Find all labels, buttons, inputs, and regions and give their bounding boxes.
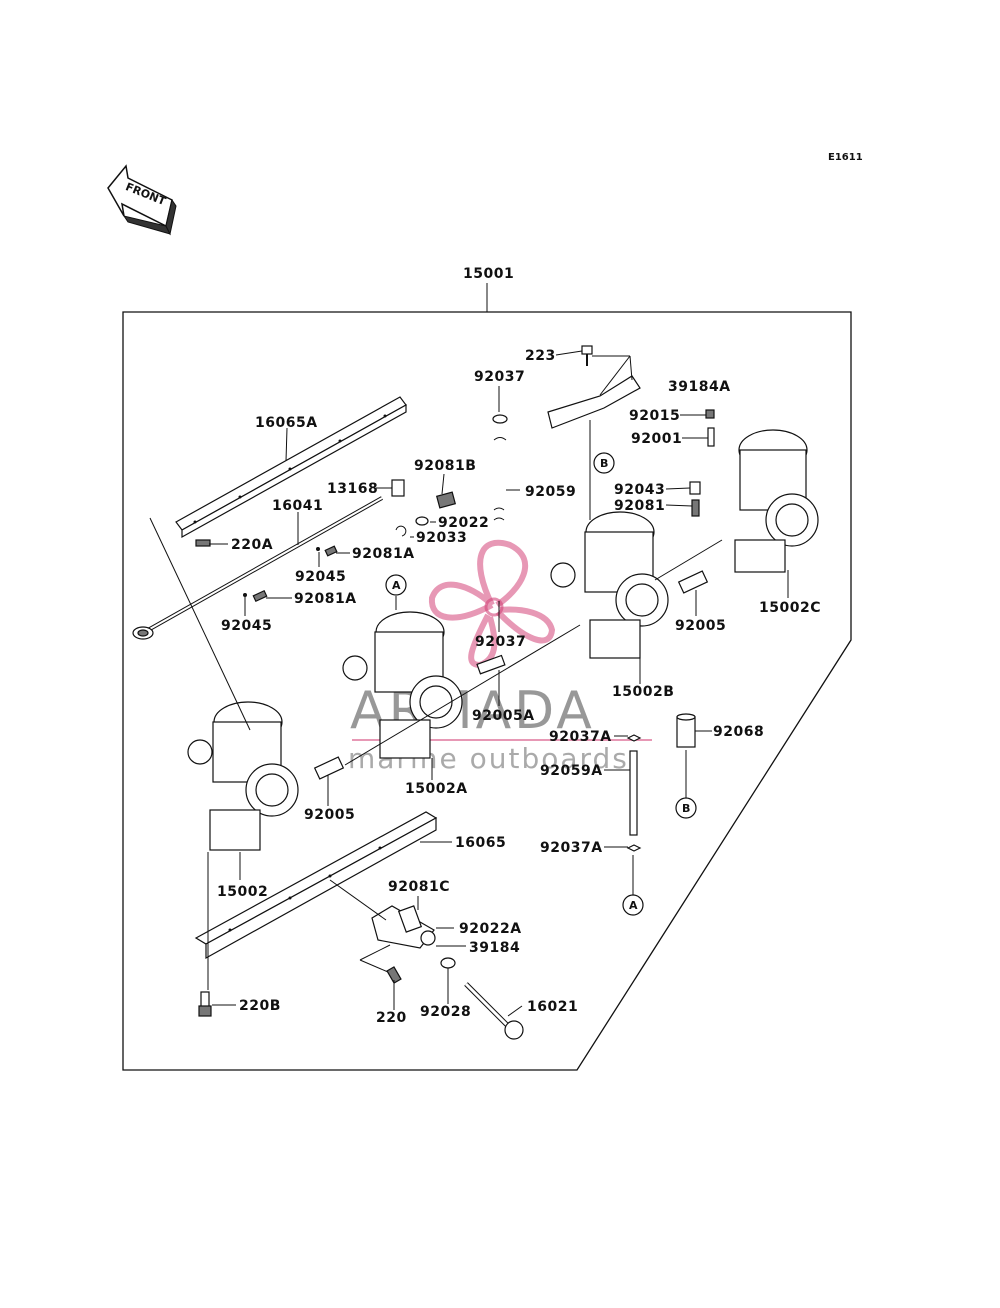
- label-92037-mid: 92037: [475, 634, 526, 650]
- callout-A-bottom: A: [622, 894, 644, 916]
- front-arrow-icon: FRONT: [107, 164, 177, 236]
- label-220A: 220A: [231, 537, 273, 553]
- label-92059A: 92059A: [540, 763, 603, 779]
- label-13168: 13168: [327, 481, 378, 497]
- callout-A-top: A: [385, 574, 407, 596]
- label-92015: 92015: [629, 408, 680, 424]
- svg-text:A: A: [629, 899, 638, 912]
- throttle-shaft-part: [132, 496, 383, 640]
- svg-text:B: B: [600, 457, 608, 470]
- assembly-label: 15001: [463, 266, 514, 282]
- label-92005-left: 92005: [304, 807, 355, 823]
- label-39184: 39184: [469, 940, 520, 956]
- carburetor-15002A: [342, 611, 463, 759]
- lower-bracket-hardware: [198, 905, 524, 1040]
- label-92081A-2: 92081A: [294, 591, 357, 607]
- assembly-frame: [122, 311, 852, 1071]
- label-92005A: 92005A: [472, 708, 535, 724]
- label-16041: 16041: [272, 498, 323, 514]
- small-hardware: [195, 345, 715, 852]
- leader-lines: [149, 350, 789, 1017]
- svg-text:A: A: [392, 579, 401, 592]
- carburetor-15002C: [734, 429, 819, 573]
- label-15002A: 15002A: [405, 781, 468, 797]
- lower-rail-part: [194, 811, 438, 960]
- upper-rail-part: [175, 396, 407, 539]
- label-15002C: 15002C: [759, 600, 821, 616]
- label-92081B: 92081B: [414, 458, 476, 474]
- label-16065: 16065: [455, 835, 506, 851]
- label-92033: 92033: [416, 530, 467, 546]
- label-92005-right: 92005: [675, 618, 726, 634]
- diagram-code: E1611: [828, 152, 863, 163]
- label-92045-1: 92045: [295, 569, 346, 585]
- part-labels: 223 92037 39184A 92015 92001 16065A 9208…: [217, 348, 821, 1026]
- label-92068: 92068: [713, 724, 764, 740]
- label-92022A: 92022A: [459, 921, 522, 937]
- callout-B-bottom: B: [675, 797, 697, 819]
- label-92081A-1: 92081A: [352, 546, 415, 562]
- label-92059: 92059: [525, 484, 576, 500]
- carburetor-15002: [187, 701, 299, 851]
- label-16065A: 16065A: [255, 415, 318, 431]
- carburetor-15002B: [550, 511, 669, 659]
- label-92022: 92022: [438, 515, 489, 531]
- label-15002: 15002: [217, 884, 268, 900]
- svg-text:B: B: [682, 802, 690, 815]
- callout-B-top: B: [593, 452, 615, 474]
- label-92001: 92001: [631, 431, 682, 447]
- label-92037A-1: 92037A: [549, 729, 612, 745]
- label-220B: 220B: [239, 998, 281, 1014]
- label-92028: 92028: [420, 1004, 471, 1020]
- label-92037-top: 92037: [474, 369, 525, 385]
- label-92037A-2: 92037A: [540, 840, 603, 856]
- label-220: 220: [376, 1010, 407, 1026]
- label-92081C: 92081C: [388, 879, 450, 895]
- label-92043: 92043: [614, 482, 665, 498]
- label-92081: 92081: [614, 498, 665, 514]
- label-39184A: 39184A: [668, 379, 731, 395]
- label-92045-2: 92045: [221, 618, 272, 634]
- label-16021: 16021: [527, 999, 578, 1015]
- label-223: 223: [525, 348, 556, 364]
- label-15002B: 15002B: [612, 684, 674, 700]
